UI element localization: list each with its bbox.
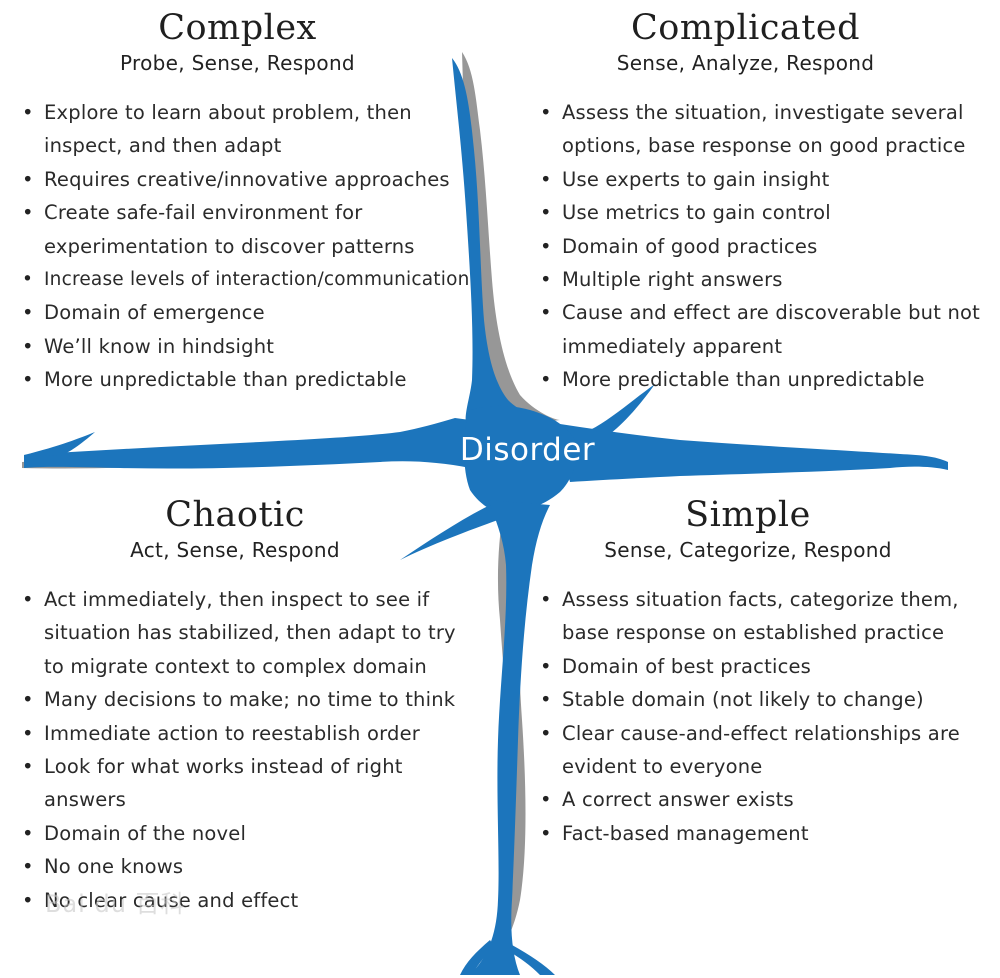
list-item: Clear cause-and-effect relationships are… <box>538 717 978 784</box>
quadrant-complicated: Complicated Sense, Analyze, Respond Asse… <box>538 8 993 397</box>
list-item: Stable domain (not likely to change) <box>538 683 978 716</box>
quadrant-chaotic: Chaotic Act, Sense, Respond Act immediat… <box>20 495 470 917</box>
item-list: Assess the situation, investigate severa… <box>538 96 993 397</box>
quadrant-subtitle: Sense, Categorize, Respond <box>538 537 978 563</box>
quadrant-title: Chaotic <box>20 495 470 535</box>
list-item: Cause and effect are discoverable but no… <box>538 296 993 363</box>
list-item: Immediate action to reestablish order <box>20 717 470 750</box>
list-item: A correct answer exists <box>538 783 978 816</box>
list-item: Act immediately, then inspect to see if … <box>20 583 470 683</box>
list-item: No one knows <box>20 850 470 883</box>
list-item: Assess the situation, investigate severa… <box>538 96 993 163</box>
quadrant-title: Complex <box>20 8 475 48</box>
list-item: Use metrics to gain control <box>538 196 993 229</box>
item-list: Explore to learn about problem, then ins… <box>20 96 475 397</box>
list-item: Look for what works instead of right ans… <box>20 750 470 817</box>
list-item: More unpredictable than predictable <box>20 363 475 396</box>
watermark-logo: Bai du 百科 <box>45 884 186 919</box>
list-item: Requires creative/innovative approaches <box>20 163 475 196</box>
list-item: Multiple right answers <box>538 263 993 296</box>
quadrant-subtitle: Act, Sense, Respond <box>20 537 470 563</box>
center-label: Disorder <box>455 428 600 472</box>
item-list: Act immediately, then inspect to see if … <box>20 583 470 917</box>
quadrant-complex: Complex Probe, Sense, Respond Explore to… <box>20 8 475 397</box>
list-item: Use experts to gain insight <box>538 163 993 196</box>
item-list: Assess situation facts, categorize them,… <box>538 583 978 850</box>
list-item: Domain of good practices <box>538 230 993 263</box>
quadrant-subtitle: Probe, Sense, Respond <box>20 50 475 76</box>
list-item: Many decisions to make; no time to think <box>20 683 470 716</box>
list-item: We’ll know in hindsight <box>20 330 475 363</box>
list-item: Increase levels of interaction/communica… <box>20 263 475 296</box>
list-item: Assess situation facts, categorize them,… <box>538 583 978 650</box>
quadrant-simple: Simple Sense, Categorize, Respond Assess… <box>538 495 978 850</box>
list-item: Fact-based management <box>538 817 978 850</box>
quadrant-title: Complicated <box>538 8 993 48</box>
list-item: Domain of the novel <box>20 817 470 850</box>
quadrant-subtitle: Sense, Analyze, Respond <box>538 50 993 76</box>
list-item: Explore to learn about problem, then ins… <box>20 96 475 163</box>
list-item: More predictable than unpredictable <box>538 363 993 396</box>
list-item: Domain of best practices <box>538 650 978 683</box>
quadrant-title: Simple <box>538 495 978 535</box>
list-item: Domain of emergence <box>20 296 475 329</box>
list-item: Create safe-fail environment for experim… <box>20 196 475 263</box>
